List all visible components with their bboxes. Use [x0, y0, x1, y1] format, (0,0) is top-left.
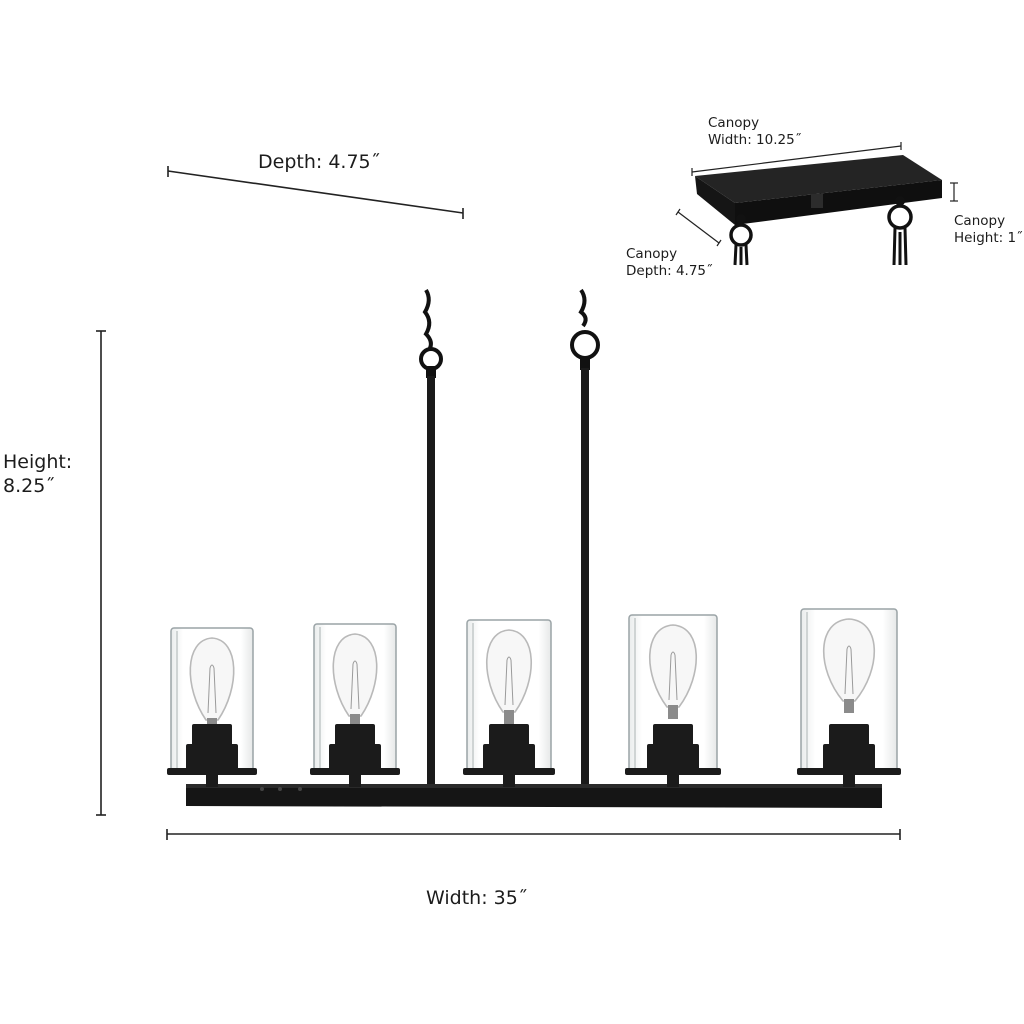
canopy-depth-label-line1: Canopy [626, 246, 678, 262]
shade-plate [310, 768, 400, 775]
lamp [797, 608, 901, 787]
edison-bulb-icon [648, 624, 698, 708]
canopy-depth-dimension-line [675, 208, 722, 247]
suspension-right [570, 288, 600, 786]
socket-cup [653, 724, 693, 746]
edison-bulb-icon [332, 633, 378, 717]
canopy-depth-label-line2: Depth: 4.75˝ [626, 263, 713, 279]
socket-cup [829, 724, 869, 746]
canopy-mount-screw-icon [811, 194, 823, 208]
canopy-height-label-line2: Height: 1˝ [954, 230, 1023, 246]
canopy-ring-left-icon [729, 223, 753, 247]
canopy-width-label-line2: Width: 10.25˝ [708, 132, 802, 148]
chain-ring-right-icon [570, 330, 600, 360]
shade-plate [167, 768, 257, 775]
height-dimension-line [96, 330, 106, 816]
height-label-line2: 8.25˝ [3, 475, 55, 497]
canopy-height-dimension-line [950, 182, 958, 202]
depth-dimension-line [167, 166, 464, 219]
depth-label: Depth: 4.75˝ [258, 151, 381, 173]
canopy-width-label-line1: Canopy [708, 115, 760, 131]
shade-plate [463, 768, 555, 775]
main-bar [186, 784, 882, 808]
lamp [167, 627, 257, 787]
lamp [463, 619, 555, 787]
width-label: Width: 35˝ [426, 887, 528, 909]
width-dimension-line [166, 829, 901, 840]
edison-bulb-icon [485, 629, 533, 713]
edison-bulb-icon [189, 637, 235, 721]
canopy-ring-right-icon [887, 204, 913, 230]
canopy-width-dimension-line [691, 142, 902, 176]
lamp [310, 623, 400, 787]
height-label-line1: Height: [3, 451, 73, 473]
edison-bulb-icon [822, 618, 876, 702]
shade-plate [625, 768, 721, 775]
lights-group [167, 608, 901, 787]
socket-cup [192, 724, 232, 746]
suspension-left [419, 288, 443, 786]
socket-cup [335, 724, 375, 746]
canopy-height-label-line1: Canopy [954, 213, 1006, 229]
canopy [695, 155, 942, 266]
lamp [625, 614, 721, 787]
socket-cup [489, 724, 529, 746]
shade-plate [797, 768, 901, 775]
